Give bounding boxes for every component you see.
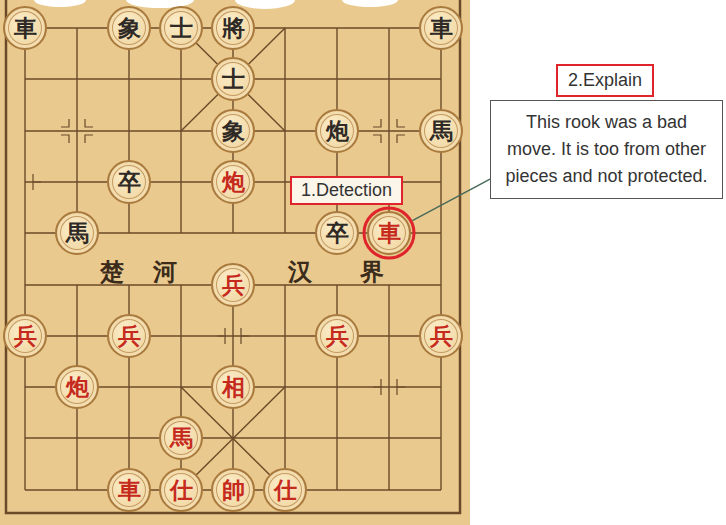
river-text: 汉: [288, 258, 312, 286]
red-piece: 兵: [315, 314, 359, 358]
explain-heading-box: 2.Explain: [556, 64, 654, 97]
position-marks: [33, 119, 405, 395]
black-piece: 車: [419, 6, 463, 50]
callout-text: 2.Explain: [568, 70, 642, 91]
black-piece: 象: [211, 109, 255, 153]
board-frame: [6, 0, 460, 513]
black-piece: 將: [211, 6, 255, 50]
black-piece: 士: [159, 6, 203, 50]
highlight-ring: [364, 208, 414, 258]
board-ground: [0, 0, 470, 525]
red-piece: 仕: [263, 468, 307, 512]
cloud-shape: [34, 0, 86, 7]
callout-text: 1.Detection: [301, 180, 392, 201]
position-mark: [373, 119, 405, 143]
leader-line: [412, 179, 490, 220]
river-text: 河: [153, 258, 177, 286]
black-piece: 馬: [419, 109, 463, 153]
red-piece: 炮: [211, 160, 255, 204]
grid-line: [24, 28, 25, 490]
position-mark: [217, 328, 249, 344]
red-piece: 兵: [419, 314, 463, 358]
red-piece: 仕: [159, 468, 203, 512]
torn-edge: [34, 0, 398, 9]
red-piece: 炮: [55, 365, 99, 409]
red-piece: 相: [211, 365, 255, 409]
cloud-shape: [235, 0, 295, 9]
red-piece: 馬: [159, 416, 203, 460]
black-piece: 馬: [55, 211, 99, 255]
black-piece: 卒: [315, 211, 359, 255]
position-mark: [33, 174, 41, 190]
position-mark: [373, 379, 405, 395]
red-piece: 車: [107, 468, 151, 512]
black-piece: 卒: [107, 160, 151, 204]
red-piece: 兵: [211, 263, 255, 307]
grid-line: [76, 28, 77, 233]
black-piece: 士: [211, 57, 255, 101]
black-piece: 象: [107, 6, 151, 50]
red-piece: 兵: [107, 314, 151, 358]
explanation-box: This rook was a bad move. It is too from…: [490, 100, 723, 199]
cloud-shape: [342, 0, 398, 7]
black-piece: 炮: [315, 109, 359, 153]
black-piece: 車: [3, 6, 47, 50]
red-piece: 車: [367, 211, 411, 255]
position-mark: [61, 119, 93, 143]
red-piece: 帥: [211, 468, 255, 512]
grid-line: [388, 285, 389, 490]
grid-lines: [25, 28, 441, 490]
grid-line: [440, 28, 441, 490]
detection-box: 1.Detection: [290, 176, 403, 205]
callout-text: This rook was a bad move. It is too from…: [501, 109, 712, 190]
river-text: 界: [360, 258, 384, 286]
red-piece: 兵: [3, 314, 47, 358]
river-text: 楚: [100, 258, 124, 286]
